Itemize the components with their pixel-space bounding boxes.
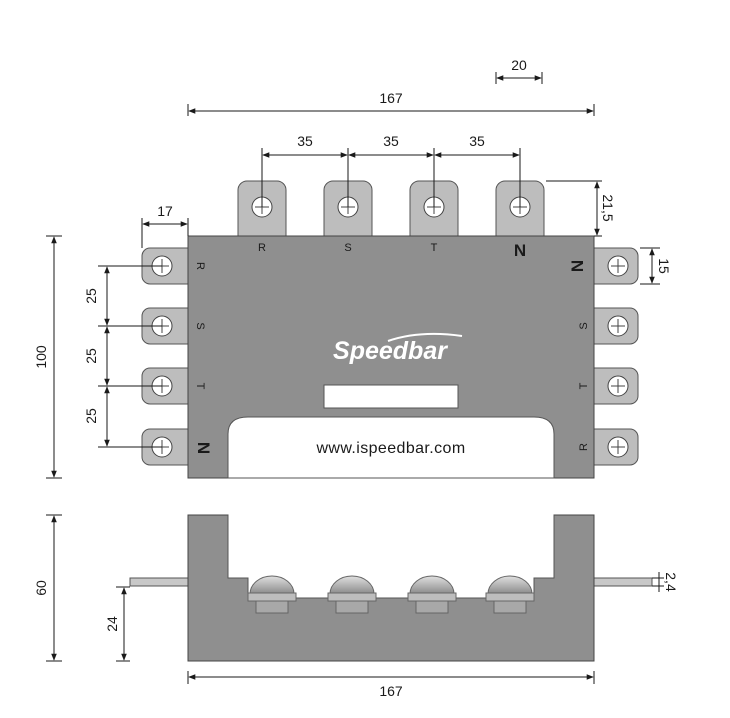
dim-tab-protrusion: 21,5 — [600, 194, 616, 221]
side-cavity — [227, 515, 555, 599]
dim-side-tab-width: 15 — [656, 258, 672, 274]
left-phase-t: T — [194, 383, 206, 390]
side-connectors — [247, 575, 535, 614]
side-view-dimensions: 60 24 2,4 167 — [33, 514, 679, 699]
top-phase-r: R — [258, 242, 266, 254]
right-tabs — [581, 247, 639, 466]
dim-side-pitch-1: 25 — [83, 288, 99, 304]
top-phase-s: S — [344, 242, 351, 254]
dim-tab-pitch-2: 35 — [383, 133, 399, 149]
dim-connector-height: 24 — [104, 616, 120, 632]
dim-side-height: 60 — [33, 580, 49, 596]
dim-side-pitch-2: 25 — [83, 348, 99, 364]
top-view-dimensions: 167 20 35 35 35 21,5 17 15 — [33, 57, 672, 479]
top-phase-t: T — [431, 242, 438, 254]
right-phase-r: R — [578, 443, 590, 451]
connector-3 — [407, 575, 457, 614]
left-phase-s: S — [194, 322, 206, 329]
top-tabs — [237, 180, 545, 246]
dim-tab-pitch-3: 35 — [469, 133, 485, 149]
top-view: Speedbar www.ispeedbar.com R S T N R S T… — [141, 180, 639, 479]
dim-tab-pitch-1: 35 — [297, 133, 313, 149]
logo-swoosh — [387, 332, 463, 342]
right-phase-t: T — [578, 382, 590, 389]
dim-overall-width-bottom: 167 — [379, 683, 403, 699]
side-view — [129, 514, 653, 662]
brand-url: www.ispeedbar.com — [315, 440, 465, 457]
window-slot — [323, 384, 459, 409]
left-plate — [129, 577, 191, 587]
dim-side-pitch-3: 25 — [83, 408, 99, 424]
top-tab-t — [409, 180, 459, 246]
top-phase-n: N — [514, 241, 526, 260]
dim-tab-width: 20 — [511, 57, 527, 73]
right-phase-n: N — [568, 260, 587, 272]
brand-logo: Speedbar — [333, 337, 448, 365]
left-phase-n: N — [194, 442, 213, 454]
left-phase-r: R — [194, 262, 206, 270]
dim-overall-width-top: 167 — [379, 90, 403, 106]
connector-4 — [485, 575, 535, 614]
left-tabs — [141, 247, 199, 466]
label-insert — [227, 416, 555, 479]
connector-1 — [247, 575, 297, 614]
dim-left-tab-length: 17 — [157, 203, 173, 219]
dim-plate-thickness: 2,4 — [663, 572, 679, 592]
connector-2 — [327, 575, 377, 614]
dim-body-height: 100 — [33, 345, 49, 369]
right-plate — [591, 577, 653, 587]
right-phase-s: S — [578, 322, 590, 329]
